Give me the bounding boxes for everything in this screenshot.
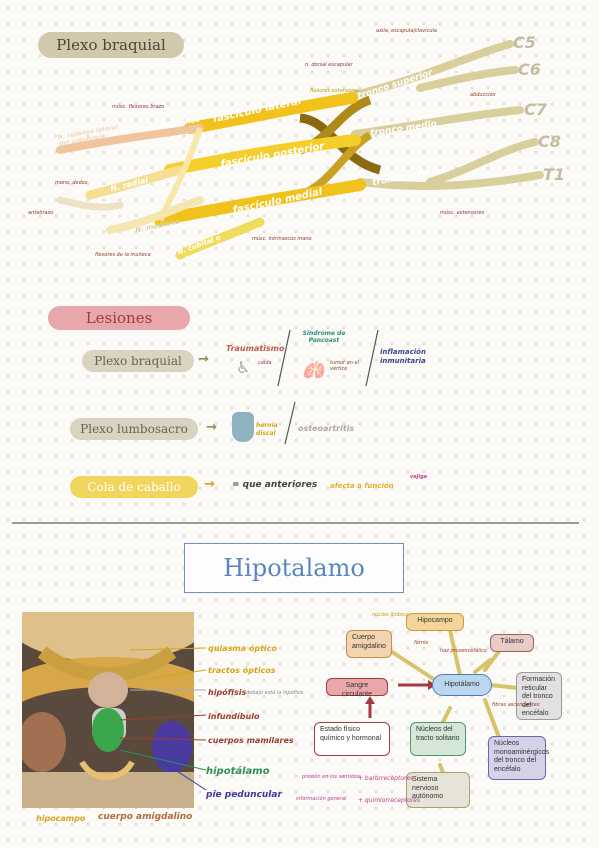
nerve-mediano-line: [106, 196, 204, 234]
nerve-radial-line: [85, 165, 185, 200]
label-tractos: tractos ópticos: [208, 666, 276, 675]
label-amigdalino-bottom: cuerpo amigdalino: [98, 812, 193, 822]
lesion-plexo-lumbosacro-pill: Plexo lumbosacro: [70, 418, 198, 440]
lesiones-title-text: Lesiones: [85, 309, 153, 327]
lesion-vejiga: vejiga: [410, 474, 428, 480]
lesion-plexo-braquial-pill: Plexo braquial: [82, 350, 194, 372]
lesion-cola-label: Cola de caballo: [87, 480, 181, 494]
plexo-note-1: axila, escapula/clavícula: [376, 28, 437, 34]
arrow-icon: →: [198, 352, 209, 367]
plexo-title-text: Plexo braquial: [56, 36, 166, 54]
plexo-note-9: abducción: [470, 92, 496, 98]
diagram-note-3: haz prosencefálico: [440, 648, 487, 654]
cord-medial-line: [154, 179, 366, 226]
plexo-note-8: músc. intrínsecos mano: [252, 236, 312, 242]
section-divider: [12, 522, 579, 524]
label-leader-lines: [120, 647, 207, 791]
root-c5-line: [346, 40, 514, 100]
lesion-note-tumor: tumor en el vértice: [330, 360, 360, 372]
plexo-note-6: antebrazo: [28, 210, 54, 216]
lesion-cola-pill: Cola de caballo: [70, 476, 198, 498]
label-hipofisis: hipófisis: [208, 688, 247, 697]
root-c8-line: [426, 138, 539, 186]
nerve-cubital-line: [175, 217, 265, 260]
root-c8-label: C8: [538, 132, 561, 151]
divider-slash-2: [365, 329, 379, 387]
plexo-title: Plexo braquial: [38, 32, 184, 58]
hipotalamo-title-box: Hipotalamo: [184, 543, 404, 593]
root-c7-label: C7: [524, 100, 547, 119]
lesion-traumatismo: Traumatismo: [226, 344, 285, 353]
cord-lateral-line: [184, 92, 358, 134]
plexo-note-4: músc. flexores brazo: [112, 104, 165, 110]
lesion-plexo-braquial-label: Plexo braquial: [94, 354, 182, 368]
root-c5-label: C5: [513, 33, 536, 52]
label-quiasma: quiasma óptico: [208, 644, 277, 653]
root-c6-label: C6: [518, 60, 541, 79]
diagram-hipocampo: Hipocampo: [406, 613, 464, 631]
diagram-center: Hipotálamo: [432, 674, 492, 696]
plexo-note-7: flexores de la muñeca: [95, 252, 151, 258]
diagram-formacion: Formación reticular del tronco del encéf…: [516, 672, 562, 720]
diagram-sangre: Sangre circulante: [326, 678, 388, 698]
diagram-side-2: + quimiorreceptores: [358, 797, 421, 804]
label-hipofisis-note: debajo está la hipófisis: [246, 690, 304, 696]
divider-slash-1: [277, 329, 291, 387]
diagram-note-2: fórnix: [414, 640, 429, 646]
root-t1-label: T1: [543, 165, 566, 184]
label-hipotalamo: hipotálamo: [206, 766, 270, 777]
lungs-icon: 🫁: [302, 360, 325, 381]
diagram-note-5: presión en los sentidos: [302, 774, 360, 780]
diagram-note-6: información general: [296, 796, 347, 802]
lesion-osteoartritis: osteoartritis: [298, 424, 355, 433]
arrow-icon-2: →: [206, 420, 217, 435]
diagram-sistema-nervioso: Sistema nervioso autónomo: [406, 772, 470, 808]
divider-slash-3: [284, 401, 296, 445]
nerve-musculocutaneo-line: [56, 124, 204, 154]
diagram-nucleos-solitario: Núcleos del tracto solitario: [410, 722, 466, 756]
lesion-plexo-lumbosacro-label: Plexo lumbosacro: [80, 422, 188, 436]
diagram-nucleos-monoaminergicos: Núcleos monoaminérgicos del tronco del e…: [488, 736, 549, 780]
arrow-icon-3: →: [204, 477, 215, 492]
plexo-note-3: flexores extensores: [310, 88, 360, 94]
lesion-afecta: afecta a función: [330, 482, 394, 490]
person-icon: ♿: [236, 358, 251, 377]
lesion-note-caida: caída: [258, 360, 272, 366]
lesion-igual: = que anteriores: [232, 480, 318, 490]
label-hipocampo-bottom: hipocampo: [36, 814, 86, 823]
diagram-cuerpo-amigdalino: Cuerpo amigdalino: [346, 630, 392, 658]
plexo-note-5: mano, dedos: [55, 180, 88, 186]
nerve-connector-2: [56, 196, 124, 211]
hipotalamo-title: Hipotalamo: [223, 554, 365, 582]
label-infundibulo: infundíbulo: [208, 712, 260, 721]
diagram-note-1: núcleo límbico: [372, 612, 409, 618]
lesion-inflamacion: inflamación inmunitaria: [380, 348, 426, 365]
diagram-talamo: Tálamo: [490, 634, 534, 652]
root-c7-line: [351, 106, 524, 138]
diagram-note-4: fibras ascendentes: [492, 702, 540, 708]
label-pie: pie peduncular: [206, 790, 282, 800]
lesiones-title: Lesiones: [48, 306, 190, 330]
plexus-diagram: [56, 40, 544, 260]
hipotalamo-diagram-arrows: [365, 628, 520, 792]
nerve-connector-1: [157, 127, 203, 222]
plexo-note-2: n. dorsal escapular: [305, 62, 353, 68]
diagram-estado: Estado físico químico y hormonal: [314, 722, 390, 756]
plexo-note-10: músc. extensores: [440, 210, 485, 216]
spine-icon: [232, 412, 254, 442]
lesion-pancoast: Síndrome de Pancoast: [302, 330, 346, 344]
label-mamilares: cuerpos mamilares: [208, 736, 294, 745]
root-t1-line: [356, 171, 544, 190]
root-c6-line: [416, 66, 519, 92]
diagram-side-1: + barorreceptores: [358, 775, 414, 782]
lesion-hernia: hernia discal: [256, 422, 278, 437]
